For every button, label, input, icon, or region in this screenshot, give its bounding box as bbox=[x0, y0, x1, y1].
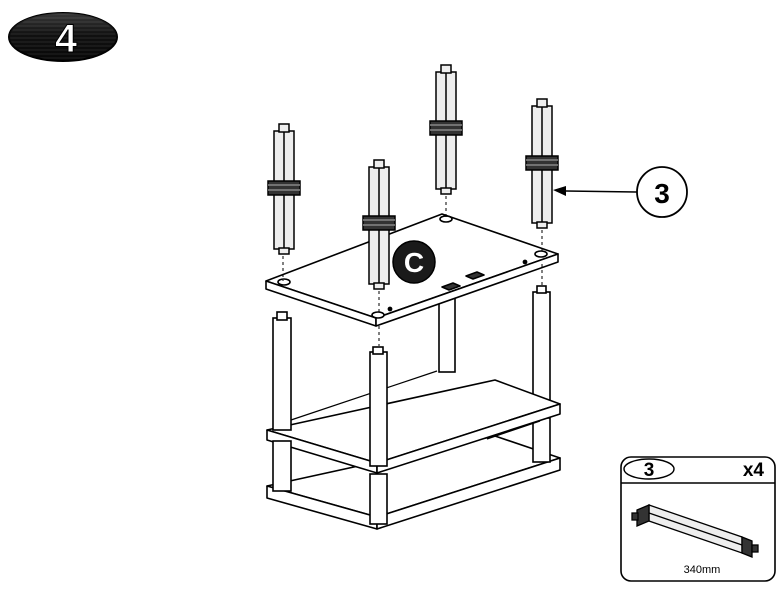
step-badge: 4 bbox=[8, 12, 118, 62]
step-number: 4 bbox=[55, 17, 78, 61]
part-3-illustration bbox=[631, 504, 759, 558]
alignment-lines bbox=[282, 190, 543, 346]
parts-box-part-number: 3 bbox=[644, 460, 655, 481]
subassembly-label: C bbox=[404, 247, 424, 278]
lower-front-legs bbox=[272, 285, 547, 525]
part-callout-number: 3 bbox=[654, 178, 670, 209]
subassembly-c-badge: C bbox=[392, 240, 436, 284]
parts-box: 3 x4 340mm bbox=[620, 456, 776, 582]
upper-post-2 bbox=[362, 159, 396, 290]
middle-shelf bbox=[266, 370, 561, 474]
parts-box-dimension: 340mm bbox=[684, 564, 721, 576]
parts-box-quantity: x4 bbox=[743, 460, 765, 481]
upper-post-1 bbox=[267, 123, 301, 255]
upper-post-4 bbox=[525, 98, 559, 229]
upper-post-3 bbox=[429, 64, 463, 195]
bottom-shelf bbox=[266, 435, 561, 530]
part-callout: 3 bbox=[553, 166, 688, 218]
